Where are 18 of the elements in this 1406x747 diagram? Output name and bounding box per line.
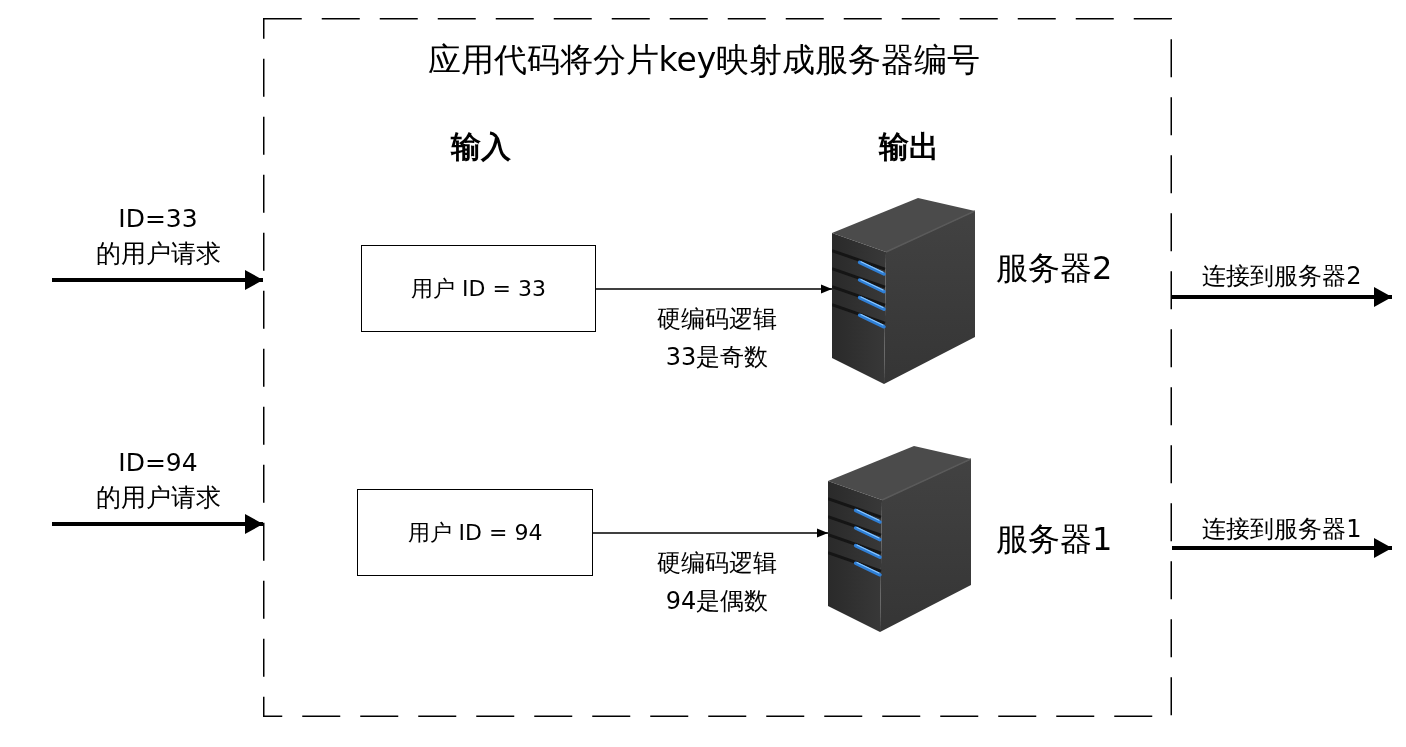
id-box: 用户 ID = 33 — [361, 245, 596, 332]
arrow — [52, 270, 263, 290]
frame-title: 应用代码将分片key映射成服务器编号 — [427, 40, 981, 80]
arrow — [1172, 538, 1392, 558]
column-heading: 输入 — [451, 129, 511, 165]
arrow — [595, 284, 833, 294]
column-heading: 输出 — [879, 129, 939, 165]
dashed-frame — [263, 18, 1172, 717]
server-icon — [828, 446, 971, 632]
arrow — [52, 514, 263, 534]
arrow — [592, 528, 829, 538]
edge-label: 连接到服务器2 — [1202, 261, 1362, 291]
server-label: 服务器1 — [996, 520, 1113, 558]
id-box: 用户 ID = 94 — [357, 489, 593, 576]
server-icon — [832, 198, 975, 384]
server-label: 服务器2 — [996, 249, 1113, 287]
arrow — [1172, 287, 1392, 307]
edge-label: 连接到服务器1 — [1202, 514, 1362, 544]
